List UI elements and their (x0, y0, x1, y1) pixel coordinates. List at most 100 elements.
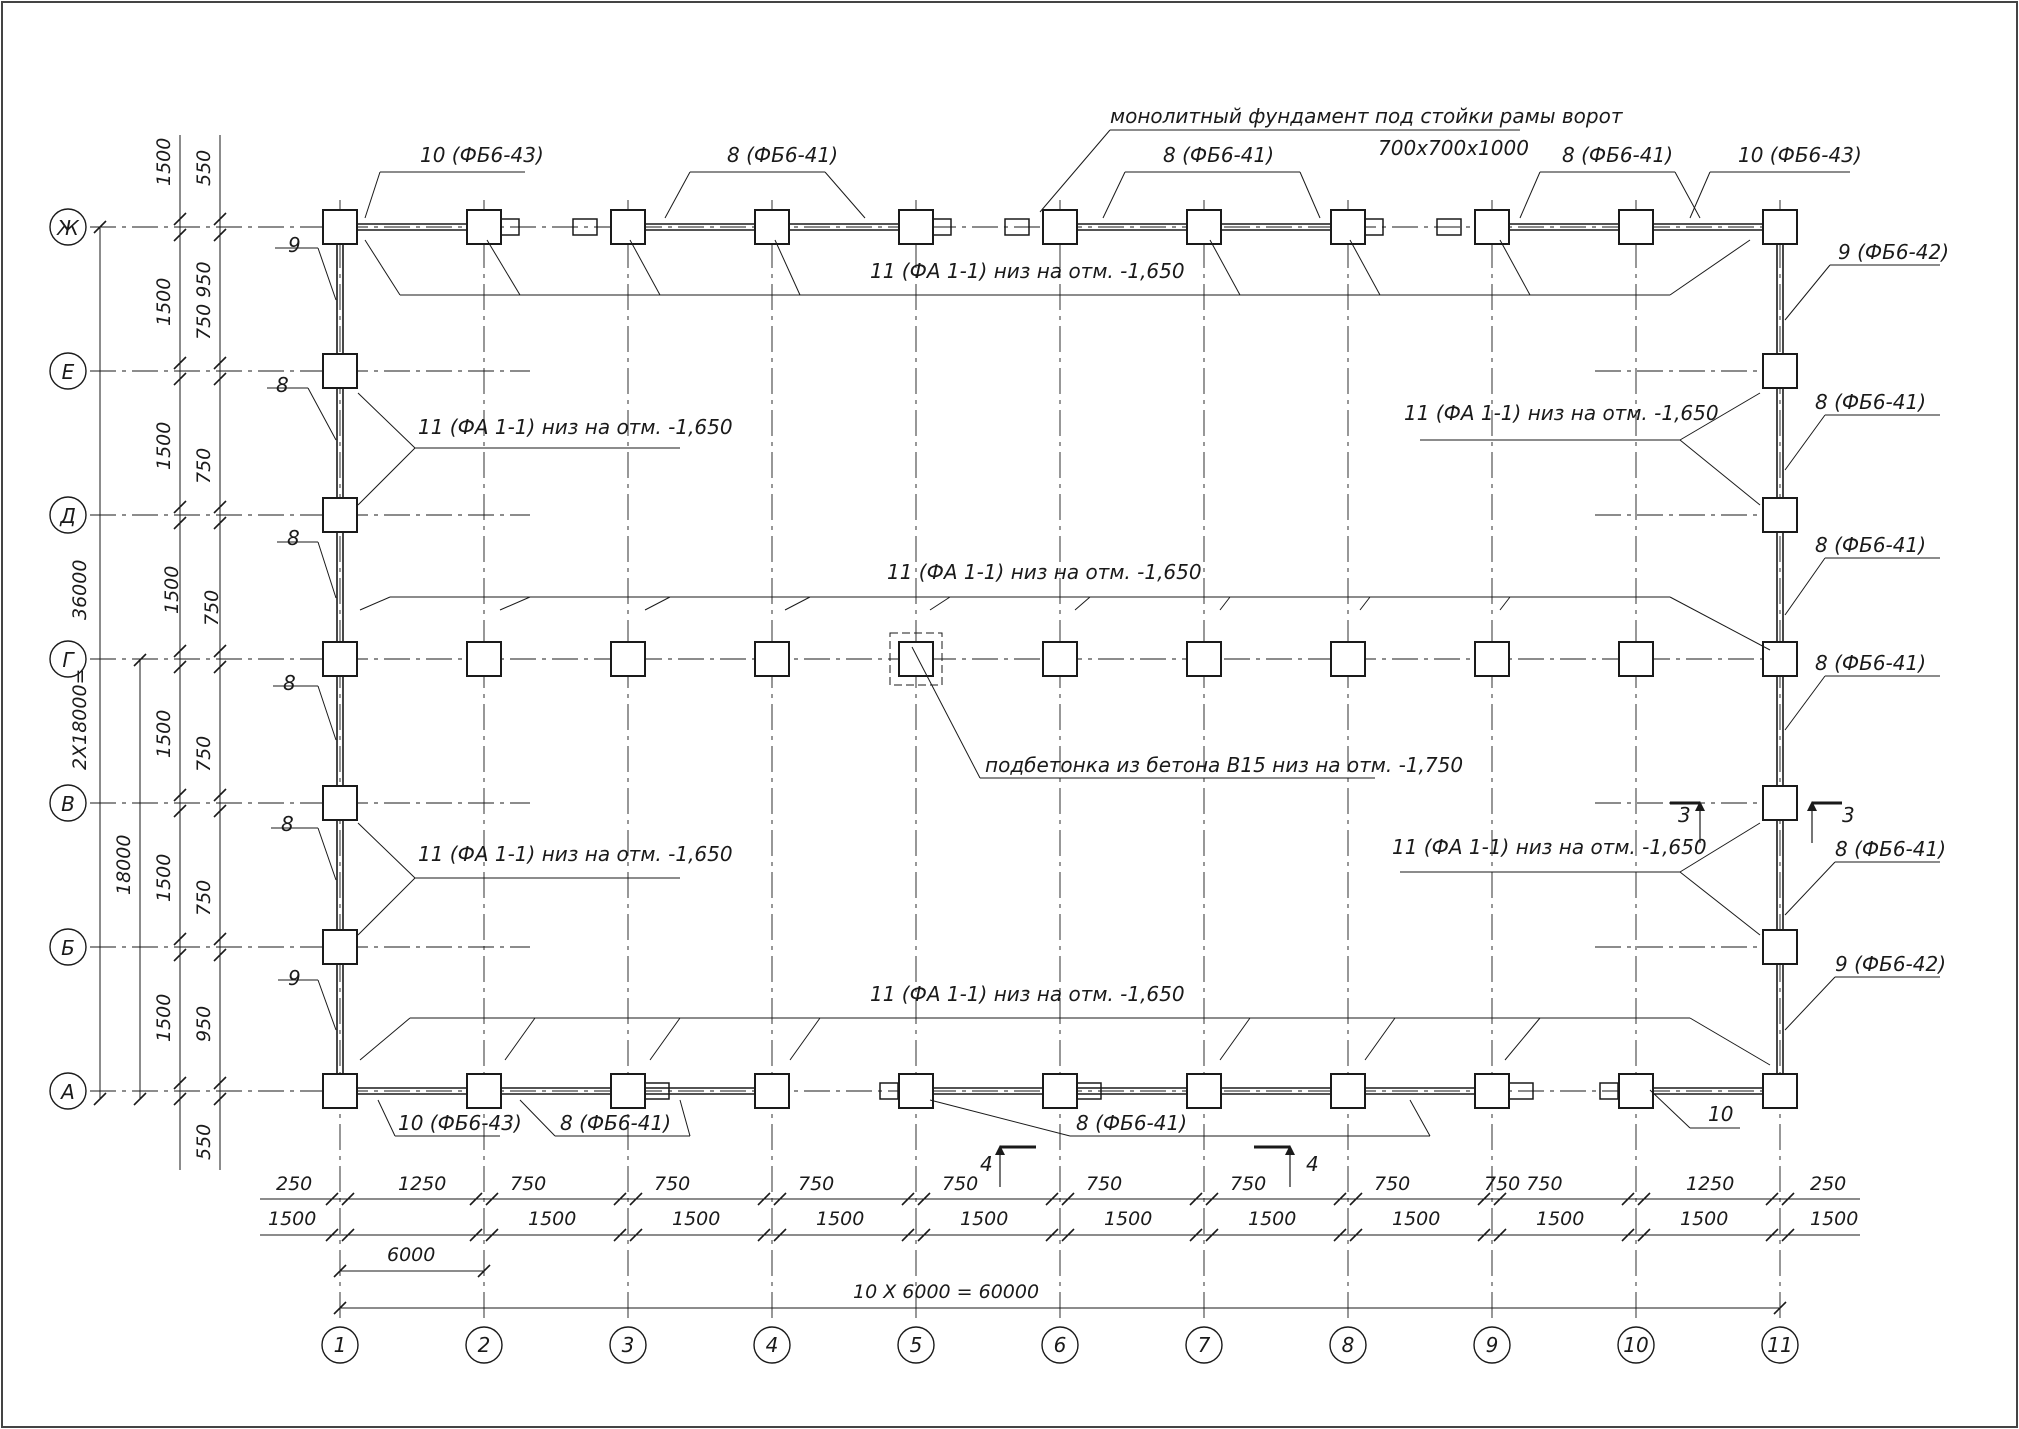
dim-step-6000: 6000 (387, 1244, 435, 1266)
footing-top-7 (1186, 209, 1222, 245)
dim-h-1500-9: 1500 (1536, 1208, 1584, 1230)
leader-line-49 (1689, 1017, 1771, 1066)
dim-tick-v0-b2 (173, 516, 187, 530)
dim-tick-h1-b10 (1781, 1228, 1795, 1242)
monolith-ext-bottom-5 (1076, 1082, 1102, 1100)
dim-tick-h0-b2 (629, 1192, 643, 1206)
axis-col-bubble-3 (609, 1326, 647, 1364)
ext-bottom-9 (1599, 1082, 1619, 1100)
label-fb641-top-3: 8 (ФБ6-41) (1562, 143, 1673, 167)
dim-v-1500-e: 1500 (153, 278, 175, 326)
footing-left-4 (322, 785, 358, 821)
axis-col-label-4: 4 (766, 1333, 779, 1357)
leader-line-23 (1669, 239, 1751, 296)
leader-line-19 (774, 239, 801, 296)
label-bottom-10: 10 (1708, 1102, 1733, 1126)
dim-tick-v1-b4 (213, 804, 227, 818)
axis-row-label-a: А (59, 1080, 75, 1104)
leader-line-76 (929, 1099, 1071, 1137)
axis-row-label-g: Г (62, 648, 75, 672)
label-fa-right-lower: 11 (ФА 1-1) низ на отм. -1,650 (1392, 835, 1707, 859)
leader-line-37 (1669, 596, 1771, 651)
dim-tick-v1-a1 (213, 356, 227, 370)
leader-line-9 (1299, 171, 1321, 219)
axis-col-label-6: 6 (1054, 1333, 1067, 1357)
cut4-arrow-right (1285, 1145, 1295, 1155)
dim-tick-v0-b6 (173, 1092, 187, 1106)
dim-tick-v0-a6 (173, 1076, 187, 1090)
dim-tick-h0-a1 (469, 1192, 483, 1206)
dim-tick-v1-a6 (213, 1076, 227, 1090)
dim-tick-h1-a0 (325, 1228, 339, 1242)
axis-col-bubble-4 (753, 1326, 791, 1364)
dim-half-height: 2X18000= (69, 669, 91, 770)
leader-line-81 (317, 247, 337, 301)
leader-line-39 (357, 822, 416, 879)
dim-tick-step-l (333, 1264, 347, 1278)
dim-h-750-8: 750 (1374, 1173, 1410, 1195)
dim-h-250-left: 250 (276, 1173, 312, 1195)
cut4-arrow-left (995, 1145, 1005, 1155)
axis-col-label-9: 9 (1486, 1333, 1499, 1357)
dim-tick-h0-b7 (1349, 1192, 1363, 1206)
dim-v-750-g: 750 (201, 590, 223, 626)
dim-tick-v0-a2 (173, 500, 187, 514)
dim-v-1500-g: 1500 (161, 566, 183, 614)
leader-line-63 (1784, 675, 1826, 731)
footing-right-5 (1762, 929, 1798, 965)
leader-line-16 (364, 239, 401, 296)
leader-line-87 (317, 685, 337, 741)
leader-line-26 (357, 447, 416, 506)
leader-line-47 (1364, 1017, 1396, 1061)
footing-middle-8 (1330, 641, 1366, 677)
dim-tick-h1-b1 (485, 1228, 499, 1242)
label-left-8-3: 8 (283, 671, 296, 695)
leader-line-32 (929, 596, 951, 611)
footing-top-8 (1330, 209, 1366, 245)
footing-middle-6 (1042, 641, 1078, 677)
dim-tick-h1-a3 (757, 1228, 771, 1242)
footing-right-1 (1762, 353, 1798, 389)
dim-h-750-4: 750 (798, 1173, 834, 1195)
leader-line-61 (1784, 557, 1826, 616)
dim-v-1500-b: 1500 (153, 854, 175, 902)
footing-top-9 (1474, 209, 1510, 245)
leader-line-8 (1102, 171, 1126, 219)
axis-col-label-8: 8 (1342, 1333, 1355, 1357)
dim-h-1250-left: 1250 (398, 1173, 446, 1195)
footing-middle-4 (754, 641, 790, 677)
label-left-8-2: 8 (287, 526, 300, 550)
leader-line-54 (1679, 822, 1761, 873)
monolith-ext-top-8 (1436, 218, 1462, 236)
wall-blocks-group (336, 223, 1784, 1095)
dim-tick-h0-a4 (901, 1192, 915, 1206)
leader-line-51 (1679, 392, 1761, 441)
axis-col-label-11: 11 (1767, 1333, 1792, 1357)
leader-line-21 (1349, 239, 1381, 296)
dim-tick-v0-b0 (173, 228, 187, 242)
dim-h-750-7: 750 (1230, 1173, 1266, 1195)
leader-line-40 (357, 877, 416, 936)
axis-col-label-1: 1 (334, 1333, 347, 1357)
dim-tick-h1-a10 (1765, 1228, 1779, 1242)
leader-line-34 (1219, 596, 1231, 611)
dim-tick-v1-a4 (213, 788, 227, 802)
footing-right-4 (1762, 785, 1798, 821)
footing-bottom-7 (1186, 1073, 1222, 1109)
dim-tick-h0-b4 (917, 1192, 931, 1206)
label-fa-left-lower: 11 (ФА 1-1) низ на отм. -1,650 (418, 842, 733, 866)
dim-tick-h0-b10 (1781, 1192, 1795, 1206)
footing-middle-3 (610, 641, 646, 677)
ext-top-1 (500, 218, 520, 236)
leader-line-79 (1649, 1089, 1691, 1129)
leader-lines-group (267, 129, 1940, 1187)
label-right-fb642-bottom: 9 (ФБ6-42) (1835, 952, 1946, 976)
dim-tick-h0-b6 (1205, 1192, 1219, 1206)
leader-line-31 (784, 596, 811, 611)
label-right-fb641-3: 8 (ФБ6-41) (1815, 651, 1926, 675)
ext-top-4 (932, 218, 952, 236)
section-cut-4-right: 4 (1306, 1152, 1319, 1176)
label-left-9-bottom: 9 (288, 966, 301, 990)
dim-tick-step-r (477, 1264, 491, 1278)
dim-h-1500-5: 1500 (960, 1208, 1008, 1230)
